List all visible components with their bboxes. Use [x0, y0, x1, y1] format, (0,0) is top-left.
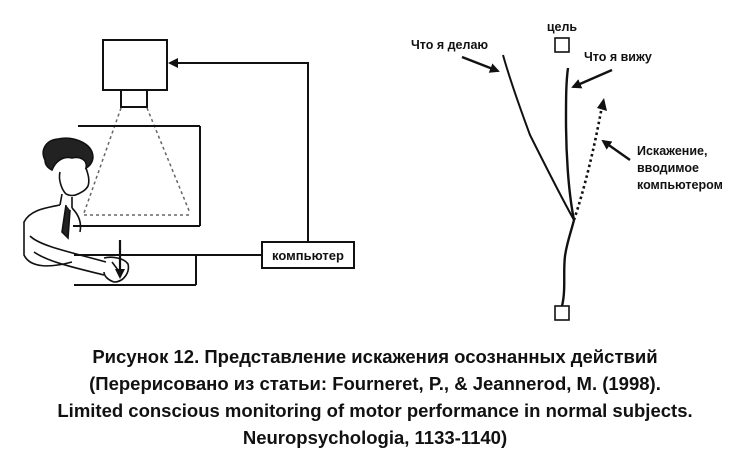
experiment-diagram: компьютер цель Что я делаю Что я вижу Ис… [23, 20, 723, 321]
distortion-label-line-1: Искажение, [637, 144, 707, 158]
caption-line-2: (Перерисовано из статьи: Fourneret, P., … [89, 373, 661, 394]
projector-box [102, 39, 168, 91]
distortion-arrowhead [597, 98, 607, 111]
distortion-label-line-2: вводимое [637, 161, 699, 175]
what-i-do-pointer [461, 55, 500, 73]
caption-line-3: Limited conscious monitoring of motor pe… [57, 400, 693, 421]
computer-label: компьютер [272, 248, 344, 263]
projector-lens [120, 89, 148, 108]
distortion-label-line-3: компьютером [637, 178, 723, 192]
what-i-see-pointer [571, 68, 613, 89]
setup-panel: компьютер [23, 39, 355, 286]
projection-beam [83, 107, 192, 216]
actual-trajectory [502, 54, 575, 221]
goal-label: цель [547, 20, 578, 34]
what-i-do-label: Что я делаю [411, 38, 488, 52]
computer-box: компьютер [261, 241, 355, 269]
figure-caption: Рисунок 12. Представление искажения осоз… [10, 343, 740, 451]
subject-figure-icon [23, 137, 130, 283]
link-computer-to-projector [168, 58, 309, 242]
distortion-pointer [601, 139, 631, 161]
distortion-trajectory [572, 105, 604, 221]
what-i-see-label: Что я вижу [584, 50, 652, 64]
common-trajectory [560, 219, 576, 307]
apparatus-box [73, 125, 201, 286]
caption-line-1: Рисунок 12. Представление искажения осоз… [92, 346, 658, 367]
goal-square [554, 37, 570, 53]
caption-line-4: Neuropsychologia, 1133-1140) [242, 427, 508, 448]
seen-trajectory [564, 67, 576, 221]
trajectory-panel: цель Что я делаю Что я вижу Искажение, в… [411, 20, 723, 321]
start-square [554, 305, 570, 321]
